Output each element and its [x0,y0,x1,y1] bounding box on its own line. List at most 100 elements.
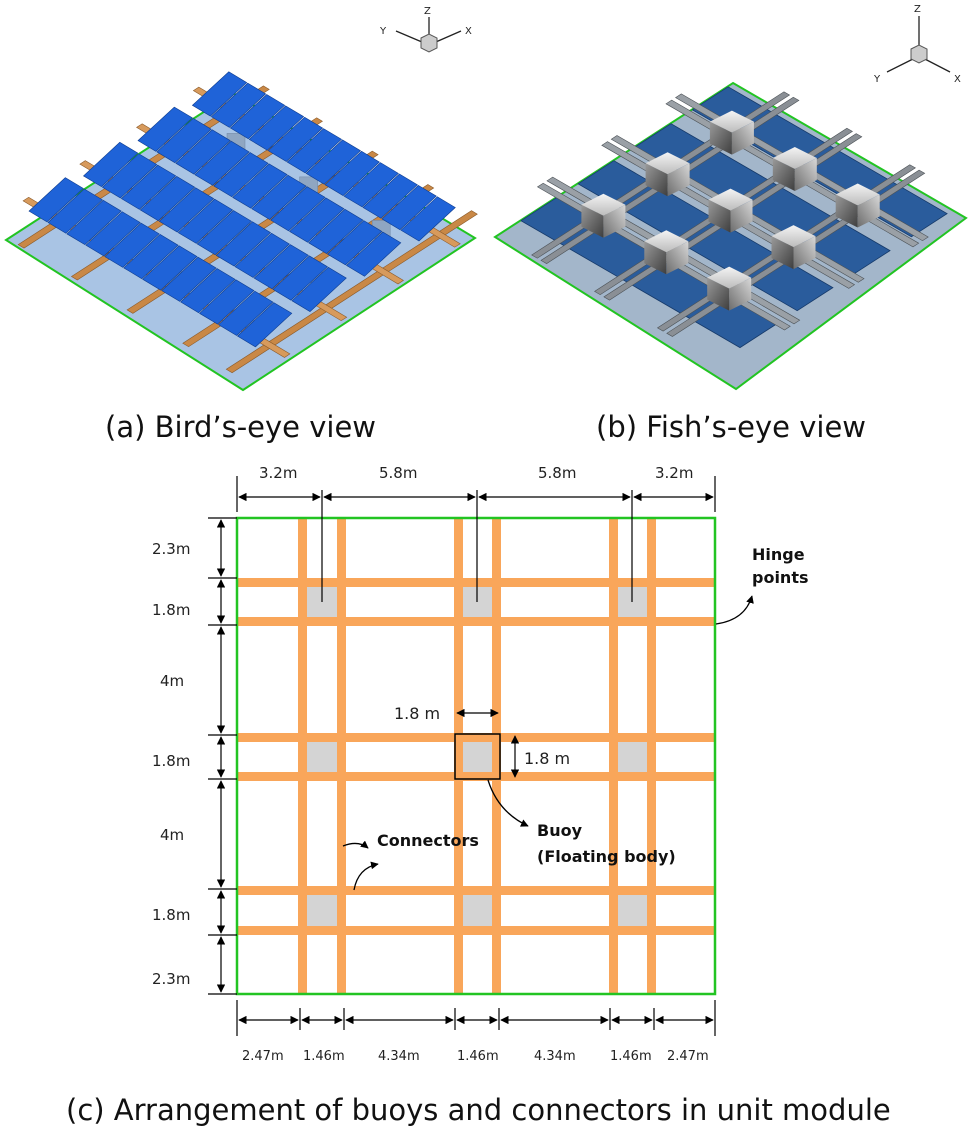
solar-panel [272,255,328,301]
connectors-label: Connectors [377,831,479,850]
solar-panel [101,153,158,199]
buoy-cube [707,266,752,311]
buoy-cube [581,193,626,238]
solar-panel [305,139,361,185]
solar-panel [210,82,267,128]
solar-panel [253,244,309,290]
solar-panel [327,220,383,266]
dim-left-6: 1.8m [152,906,190,924]
dim-bottom-4: 1.46m [457,1049,499,1064]
buoy-width-label: 1.8 m [394,704,440,723]
dim-bottom-7: 2.47m [667,1049,709,1064]
buoy-label-1: Buoy [537,821,583,840]
axis-x-b: X [954,74,961,85]
solar-panel [177,198,234,244]
dim-top-4: 3.2m [655,464,693,482]
dim-top-3: 5.8m [538,464,576,482]
caption-b: (b) Fish’s-eye view [596,410,866,444]
bottom-dimension-lines [236,1000,716,1036]
dim-bottom-2: 1.46m [303,1049,345,1064]
hinge-points-label-1: Hinge [752,545,805,564]
solar-panel [343,162,399,208]
solar-panel [156,118,212,164]
buoy-cube [835,183,880,228]
solar-panel [229,94,286,140]
left-dimension-lines [208,517,237,995]
buoys [307,587,647,926]
dim-bottom-6: 1.46m [610,1049,652,1064]
solar-panel [47,188,103,234]
solar-panel [362,173,418,219]
buoy-cube [709,110,754,155]
buoy [618,742,647,772]
module-border [235,516,717,996]
solar-panel [308,208,364,254]
panel-b-fish-eye: Z Y X (b) Fish’s-eye view [493,4,968,444]
solar-panel [161,256,217,302]
solar-panel [270,186,326,232]
buoy-cube [644,230,689,275]
panel-a-birds-eye: Z Y X (a) Bird’s-eye view [4,6,478,444]
buoy [463,895,492,926]
dim-left-4: 1.8m [152,752,190,770]
dim-left-2: 1.8m [152,601,190,619]
solar-panel [291,266,347,312]
buoy-height-label: 1.8 m [524,749,570,768]
solar-panel [180,268,236,314]
dim-left-5: 4m [160,826,184,844]
solar-panel [251,174,307,220]
solar-panel [400,196,456,242]
axis-y-b: Y [873,74,881,85]
solar-panel [85,211,141,257]
solar-panel [120,164,177,210]
axis-z-b: Z [914,4,921,15]
solar-panel [66,199,122,245]
solar-panel [267,116,324,162]
solar-panel [104,222,160,268]
solar-panel [286,128,342,174]
buoy [307,742,337,772]
solar-panel [196,210,252,256]
panel-c-arrangement: 3.2m 5.8m 5.8m 3.2m 2.3m 1.8m 4m 1.8m 4m… [66,464,891,1127]
dim-top-2: 5.8m [379,464,417,482]
solar-panel [324,150,380,196]
top-dimension-lines [236,476,716,602]
dim-top-1: 3.2m [259,464,297,482]
solar-panel [175,129,231,175]
axis-x-a: X [465,26,472,37]
solar-panel [237,302,293,348]
callout-arrows [342,595,754,891]
solar-panel [158,187,215,233]
axis-triad-a [395,17,462,53]
solar-panel [218,290,274,336]
solar-panel [139,176,196,222]
solar-panel [28,177,84,223]
buoys-b [581,110,880,311]
solar-panel [83,141,139,187]
solar-panel [142,245,198,291]
solar-panel [213,152,269,198]
solar-panel [232,163,288,209]
dim-left-7: 2.3m [152,970,190,988]
dim-bottom-1: 2.47m [242,1049,284,1064]
axis-z-a: Z [424,6,431,17]
solar-panel [215,221,271,267]
dim-bottom-5: 4.34m [534,1049,576,1064]
hinge-points-label-2: points [752,568,809,587]
buoy-label-2: (Floating body) [537,847,676,866]
caption-c: (c) Arrangement of buoys and connectors … [66,1093,891,1127]
wood-beam [225,210,478,374]
dim-bottom-3: 4.34m [378,1049,420,1064]
solar-panels-a [28,71,456,348]
solar-panel [248,105,305,151]
solar-panel [199,279,255,325]
solar-panel [137,106,193,152]
connectors [237,518,715,994]
dim-left-3: 4m [160,672,184,690]
buoy-cube [772,147,817,191]
caption-a: (a) Bird’s-eye view [105,410,376,444]
buoy [463,742,492,772]
buoy-cube [708,188,753,233]
solar-panel [194,140,250,186]
